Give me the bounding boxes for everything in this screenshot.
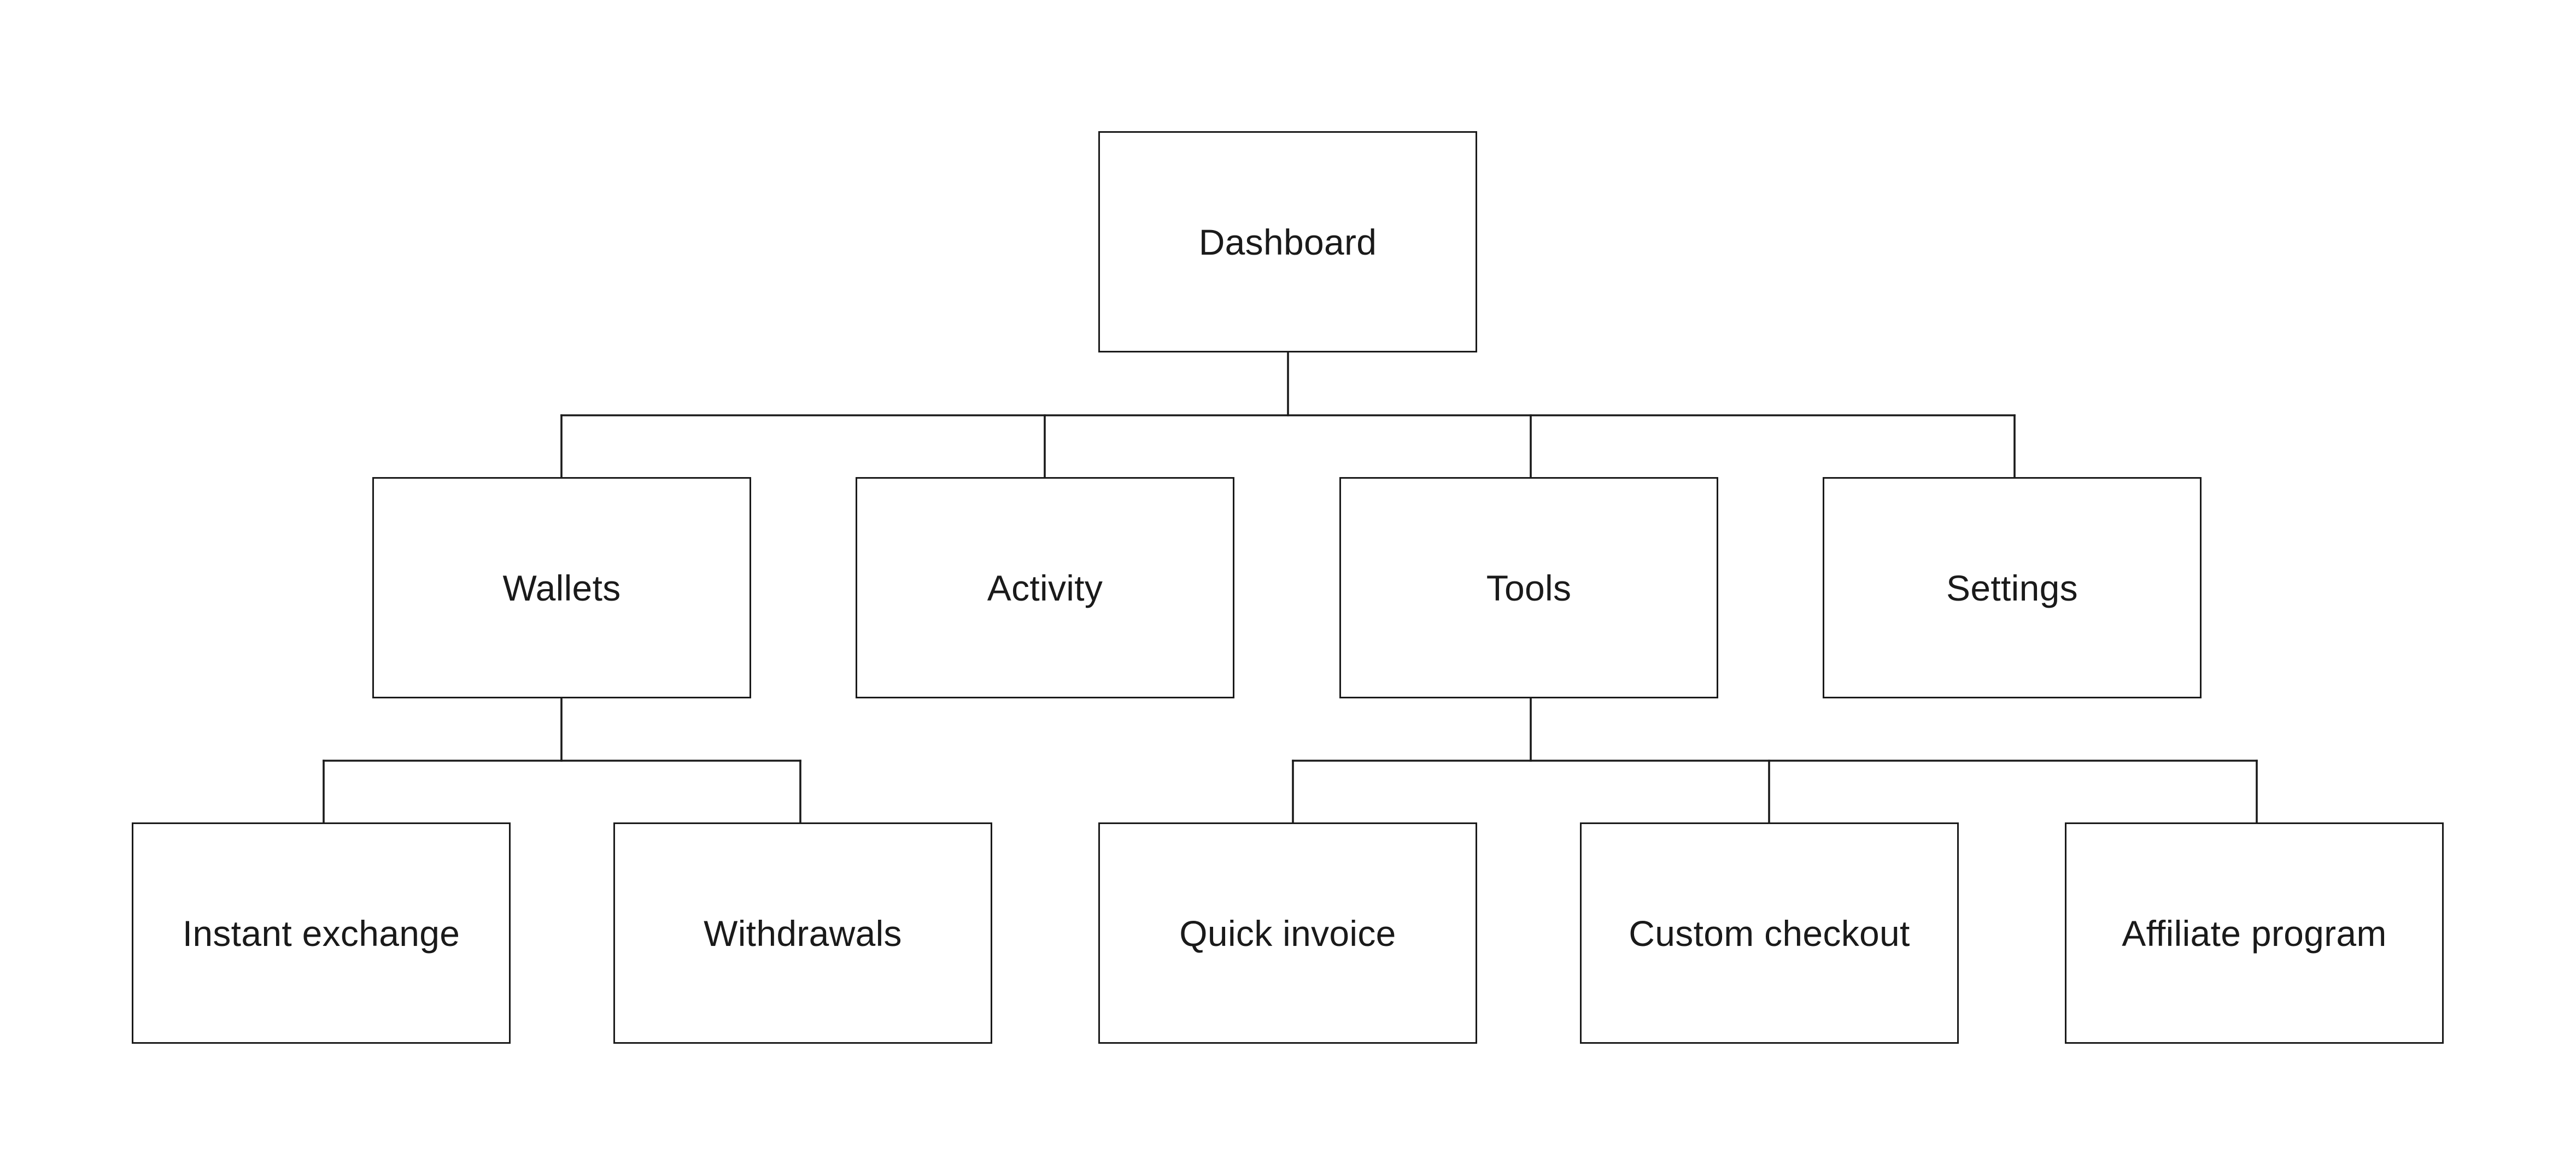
node-tools: Tools <box>1339 477 1718 698</box>
node-affiliate-program: Affiliate program <box>2065 822 2444 1044</box>
node-dashboard: Dashboard <box>1098 131 1477 352</box>
node-label: Quick invoice <box>1179 913 1396 954</box>
node-withdrawals: Withdrawals <box>613 822 992 1044</box>
node-label: Withdrawals <box>704 913 902 954</box>
node-quick-invoice: Quick invoice <box>1098 822 1477 1044</box>
node-custom-checkout: Custom checkout <box>1580 822 1959 1044</box>
node-label: Custom checkout <box>1629 913 1910 954</box>
node-settings: Settings <box>1823 477 2202 698</box>
node-label: Instant exchange <box>182 913 460 954</box>
node-label: Settings <box>1946 567 2078 608</box>
node-label: Affiliate program <box>2122 913 2387 954</box>
node-label: Tools <box>1486 567 1572 608</box>
node-wallets: Wallets <box>372 477 751 698</box>
node-label: Wallets <box>502 567 621 608</box>
node-activity: Activity <box>856 477 1234 698</box>
node-instant-exchange: Instant exchange <box>132 822 511 1044</box>
node-label: Dashboard <box>1198 221 1377 262</box>
node-label: Activity <box>987 567 1103 608</box>
